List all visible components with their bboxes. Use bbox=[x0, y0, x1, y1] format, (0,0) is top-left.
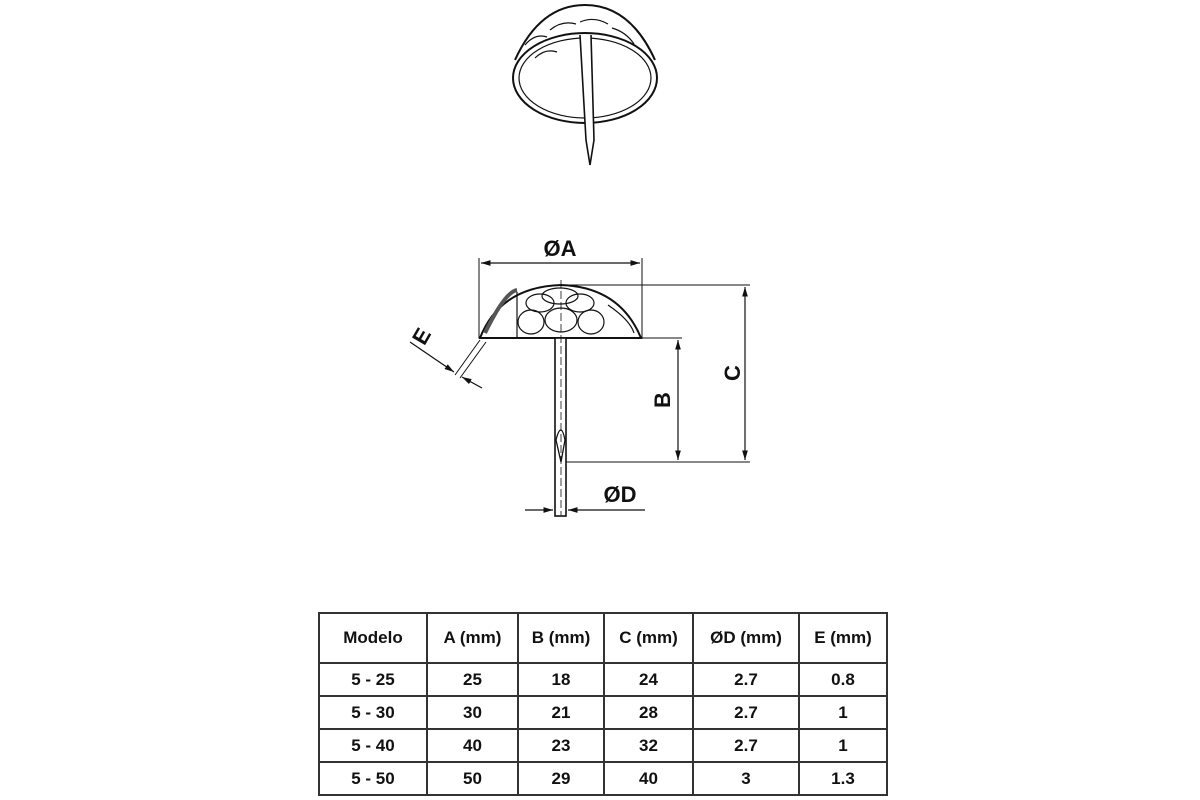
cell: 1 bbox=[798, 728, 888, 763]
header-d: ØD (mm) bbox=[692, 612, 800, 664]
cell: 18 bbox=[517, 662, 605, 697]
dimension-label-e: E bbox=[407, 324, 436, 349]
cell: 5 - 50 bbox=[318, 761, 428, 796]
header-a: A (mm) bbox=[426, 612, 519, 664]
cell: 21 bbox=[517, 695, 605, 730]
cell: 2.7 bbox=[692, 728, 800, 763]
cell: 30 bbox=[426, 695, 519, 730]
header-c: C (mm) bbox=[603, 612, 694, 664]
cell: 25 bbox=[426, 662, 519, 697]
cell: 1.3 bbox=[798, 761, 888, 796]
cell: 24 bbox=[603, 662, 694, 697]
dimensions-table: Modelo A (mm) B (mm) C (mm) ØD (mm) E (m… bbox=[318, 612, 888, 796]
cell: 0.8 bbox=[798, 662, 888, 697]
cell: 5 - 30 bbox=[318, 695, 428, 730]
header-modelo: Modelo bbox=[318, 612, 428, 664]
dimension-label-c: C bbox=[720, 365, 745, 381]
cell: 5 - 25 bbox=[318, 662, 428, 697]
header-b: B (mm) bbox=[517, 612, 605, 664]
cell: 23 bbox=[517, 728, 605, 763]
dimension-label-a: ØA bbox=[544, 236, 577, 261]
header-e: E (mm) bbox=[798, 612, 888, 664]
cell: 50 bbox=[426, 761, 519, 796]
cell: 1 bbox=[798, 695, 888, 730]
dimension-label-b: B bbox=[650, 392, 675, 408]
tack-side-view bbox=[409, 258, 750, 517]
cell: 29 bbox=[517, 761, 605, 796]
tack-perspective-view bbox=[512, 3, 658, 166]
cell: 40 bbox=[603, 761, 694, 796]
dimension-label-d: ØD bbox=[604, 482, 637, 507]
cell: 2.7 bbox=[692, 662, 800, 697]
cell: 40 bbox=[426, 728, 519, 763]
cell: 3 bbox=[692, 761, 800, 796]
table-header-row: Modelo A (mm) B (mm) C (mm) ØD (mm) E (m… bbox=[318, 612, 888, 664]
cell: 2.7 bbox=[692, 695, 800, 730]
cell: 32 bbox=[603, 728, 694, 763]
cell: 5 - 40 bbox=[318, 728, 428, 763]
cell: 28 bbox=[603, 695, 694, 730]
